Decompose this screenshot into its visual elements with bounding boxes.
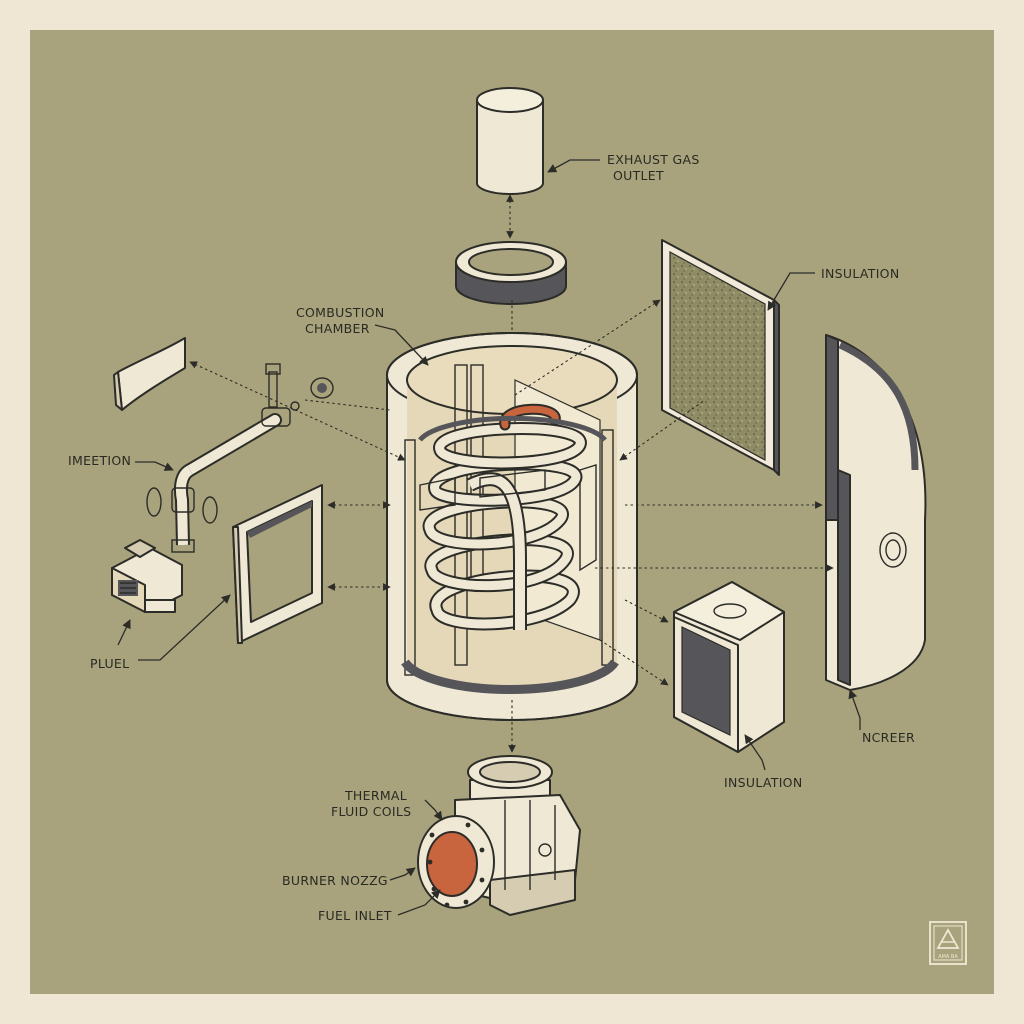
combustion-chamber: [386, 332, 638, 721]
top-ring: [455, 241, 567, 305]
label-thermal-line1: THERMAL: [344, 788, 407, 803]
insulation-box: [673, 581, 785, 753]
exhaust-outlet-cylinder: [476, 87, 544, 195]
mountain-emblem-icon: AMA BA: [929, 921, 967, 965]
label-exhaust-line2: OUTLET: [613, 168, 664, 183]
label-thermal-line2: FLUID COILS: [331, 804, 411, 819]
curved-outer-shell: [825, 334, 927, 691]
guide-lines: [189, 299, 834, 753]
burner-assembly: [417, 755, 581, 916]
label-combustion-line2: CHAMBER: [305, 321, 370, 336]
label-insulation-bottom: INSULATION: [724, 775, 802, 790]
corner-stamp-text: AMA BA: [938, 954, 958, 960]
label-pluel: PLUEL: [90, 656, 129, 671]
label-insulation-top: INSULATION: [821, 266, 899, 281]
label-burner-nozzle: BURNER NOZZG: [282, 873, 388, 888]
label-ncreer: NCREER: [862, 730, 915, 745]
leader-lines: [117, 159, 861, 916]
left-curved-panel: [113, 337, 186, 411]
label-fuel-inlet: FUEL INLET: [318, 908, 392, 923]
label-imeetion: IMEETION: [68, 453, 131, 468]
label-exhaust-line1: EXHAUST GAS: [607, 152, 700, 167]
label-combustion-line1: COMBUSTION: [296, 305, 385, 320]
square-frame: [232, 484, 323, 644]
pump-motor: [111, 539, 183, 613]
